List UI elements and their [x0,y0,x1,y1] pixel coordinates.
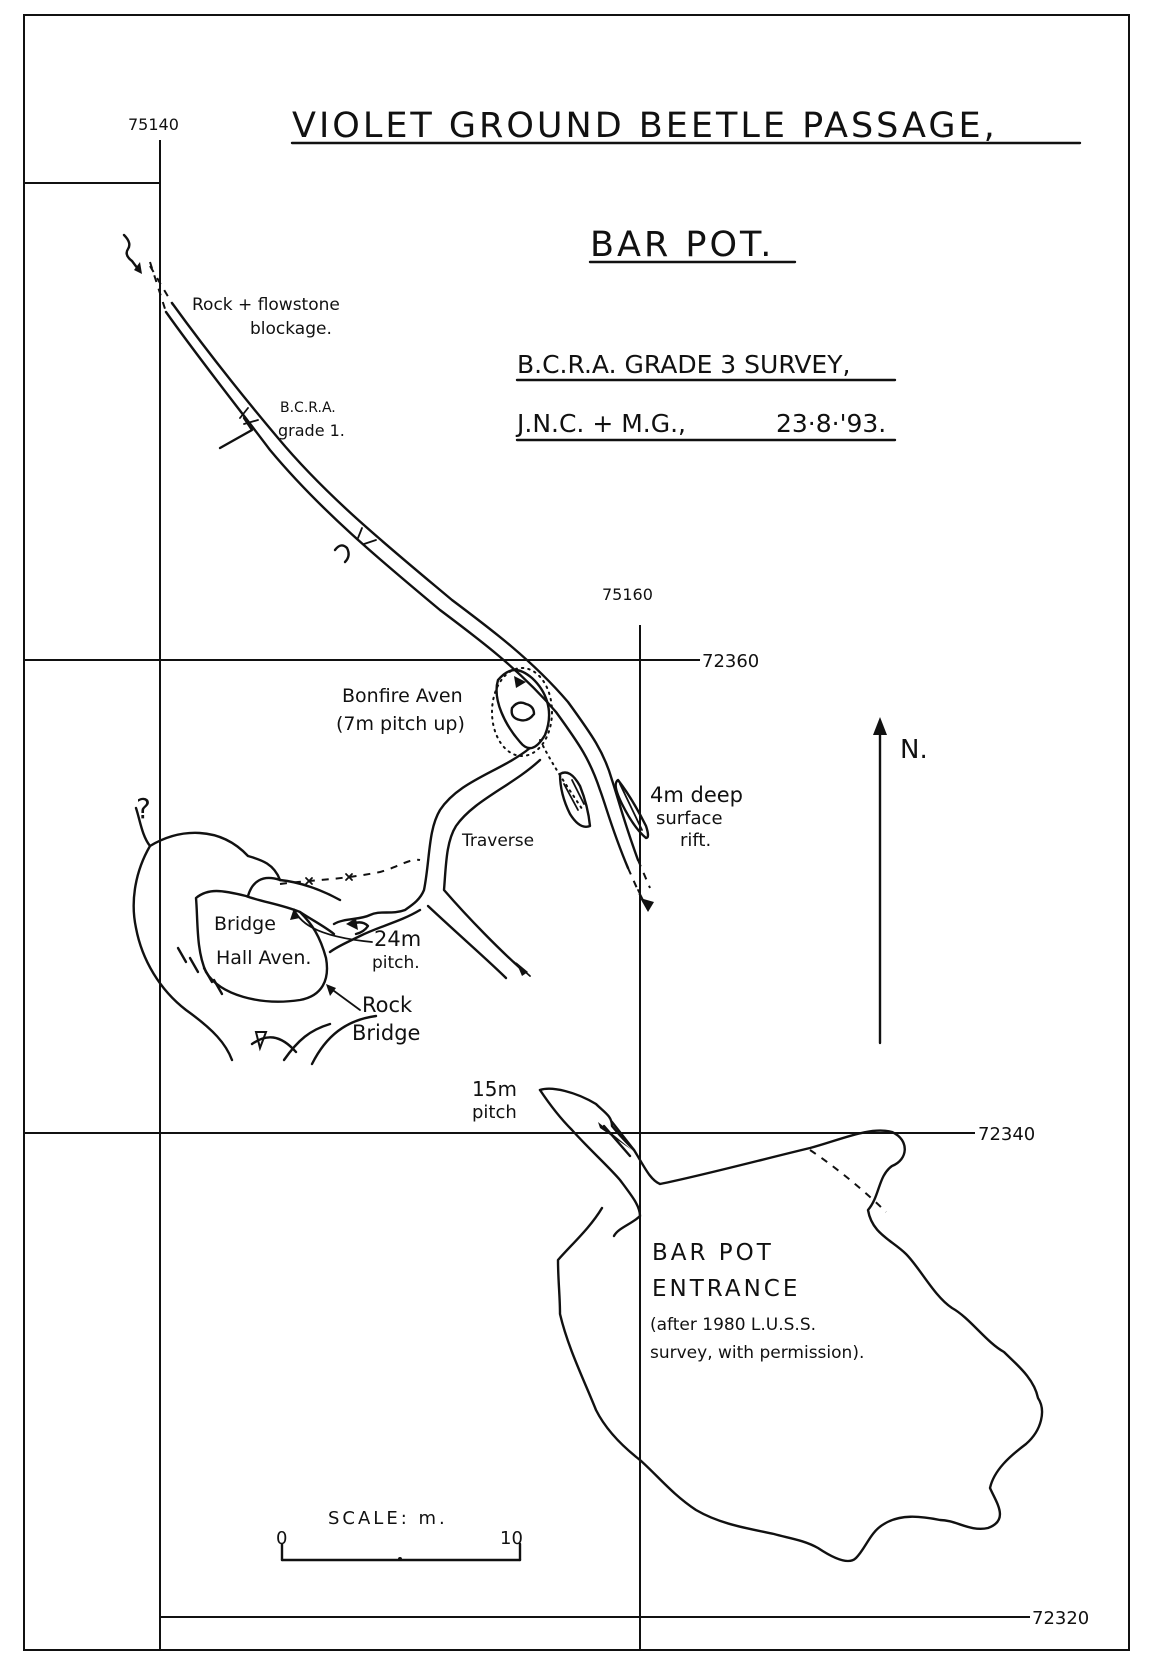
label-entrance-2: ENTRANCE [652,1276,800,1302]
grid-label-northing-72340: 72340 [978,1124,1035,1145]
label-question: ? [136,792,151,825]
label-bcra1-2: grade 1. [278,421,345,440]
map-subtitle: BAR POT. [590,225,774,265]
label-bridge-hall-1: Bridge [214,913,276,935]
pitch-marker-triangle [254,1031,268,1052]
scale-bar: SCALE: m. 0 10 [276,1508,523,1562]
violet-ground-beetle-passage [122,233,654,912]
scale-title: SCALE: m. [328,1508,448,1529]
label-bridge-hall-2: Hall Aven. [216,947,311,969]
label-bcra1-1: B.C.R.A. [280,400,336,416]
grid-label-easting-75160: 75160 [602,585,653,604]
label-15m-pitch-2: pitch [472,1102,517,1123]
survey-date: 23·8·'93. [776,409,886,438]
label-traverse: Traverse [461,831,534,851]
bar-pot-entrance [538,1087,1044,1563]
surveyors: J.N.C. + M.G., [515,409,686,438]
grid-label-northing-72360: 72360 [702,651,759,672]
grid-label-easting-75140: 75140 [128,115,179,134]
label-entrance-4: survey, with permission). [650,1343,864,1363]
label-bonfire-1: Bonfire Aven [342,685,463,707]
north-arrow-head [873,717,887,735]
bridge-hall-aven [132,806,378,1066]
label-rift-3: rift. [680,830,711,851]
label-rock-bridge-2: Bridge [352,1021,420,1045]
label-rock-bridge-1: Rock [362,993,413,1017]
label-24m-pitch-1: 24m [374,927,421,951]
grid-label-northing-72320: 72320 [1032,1608,1089,1629]
label-bonfire-2: (7m pitch up) [336,713,465,735]
label-rift-1: 4m deep [650,783,743,807]
map-frame [23,14,1130,1651]
bonfire-aven [491,667,592,828]
survey-grade: B.C.R.A. GRADE 3 SURVEY, [517,350,850,379]
surface-rift [614,778,650,840]
north-arrow: N. [873,717,928,1045]
label-entrance-3: (after 1980 L.U.S.S. [650,1315,816,1335]
label-entrance-1: BAR POT [652,1240,774,1266]
label-rift-2: surface [656,808,723,829]
grid-lines [24,140,1030,1650]
scale-max: 10 [500,1528,523,1549]
label-blockage-1: Rock + flowstone [192,295,340,315]
label-blockage-2: blockage. [250,319,332,339]
label-15m-pitch-1: 15m [472,1077,517,1101]
map-title: VIOLET GROUND BEETLE PASSAGE, [292,106,998,146]
label-24m-pitch-2: pitch. [372,953,420,973]
traverse-passages [279,746,542,980]
scale-min: 0 [276,1528,287,1549]
north-label: N. [900,735,928,765]
